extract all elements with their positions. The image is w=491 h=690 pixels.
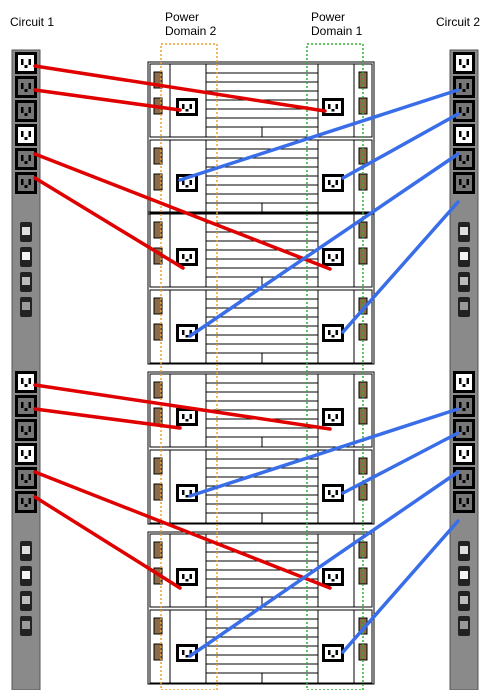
circuit-2-label: Circuit 2 — [436, 15, 481, 29]
circuit-2-cable — [188, 152, 460, 338]
circuit-2-cable — [341, 200, 460, 334]
c14-inlet-icon — [322, 248, 344, 266]
c14-inlet-icon — [322, 484, 344, 502]
latch-icon — [153, 457, 163, 475]
power-domain-2-label-line2: Domain 2 — [165, 24, 217, 38]
power-domain-1-label: Power Domain 1 — [311, 10, 362, 38]
circuit-1-cable — [33, 88, 182, 112]
c14-inlet-icon — [322, 644, 344, 662]
power-domain-1-boundary — [306, 43, 364, 690]
c14-inlet-icon — [322, 174, 344, 192]
circuit-2-cable — [178, 88, 460, 182]
latch-icon — [153, 643, 163, 661]
power-domain-1-label-line1: Power — [311, 10, 346, 24]
circuit-1-cable — [33, 64, 327, 113]
c14-inlet-icon — [322, 568, 344, 586]
latch-icon — [153, 173, 163, 191]
latch-icon — [153, 381, 163, 399]
latch-icon — [153, 617, 163, 635]
circuit-2-cable — [341, 112, 460, 180]
circuit-1-cable — [33, 407, 182, 430]
circuit-2-cable — [188, 407, 460, 498]
c14-inlet-icon — [176, 408, 198, 426]
latch-icon — [153, 541, 163, 559]
latch-icon — [153, 221, 163, 239]
latch-icon — [153, 323, 163, 341]
power-domain-2-boundary — [160, 43, 218, 690]
enclosure — [147, 531, 375, 685]
c14-inlet-icon — [176, 98, 198, 116]
c14-inlet-icon — [176, 568, 198, 586]
latch-icon — [153, 147, 163, 165]
enclosure — [147, 371, 375, 525]
circuit-2-cable — [341, 431, 460, 495]
c14-inlet-icon — [322, 324, 344, 342]
circuit-1-cable — [33, 470, 332, 590]
power-domain-1-label-line2: Domain 1 — [311, 24, 363, 38]
pdu-circuit-2 — [449, 49, 479, 690]
power-domain-2-label: Power Domain 2 — [165, 10, 216, 38]
latch-icon — [153, 483, 163, 501]
pdu-circuit-1 — [11, 49, 41, 690]
c14-inlet-icon — [322, 98, 344, 116]
c14-inlet-icon — [176, 248, 198, 266]
circuit-1-cable — [33, 152, 332, 271]
power-domain-2-label-line1: Power — [165, 10, 200, 24]
circuit-1-cable — [33, 176, 185, 270]
circuit-1-label: Circuit 1 — [10, 15, 55, 29]
circuit-1-cable — [33, 383, 332, 431]
latch-icon — [153, 297, 163, 315]
enclosure — [147, 211, 375, 365]
circuit-2-cable — [341, 519, 460, 654]
c14-inlet-icon — [322, 408, 344, 426]
circuit-1-cable — [33, 495, 182, 590]
circuit-2-cable — [188, 470, 460, 658]
latch-icon — [153, 71, 163, 89]
